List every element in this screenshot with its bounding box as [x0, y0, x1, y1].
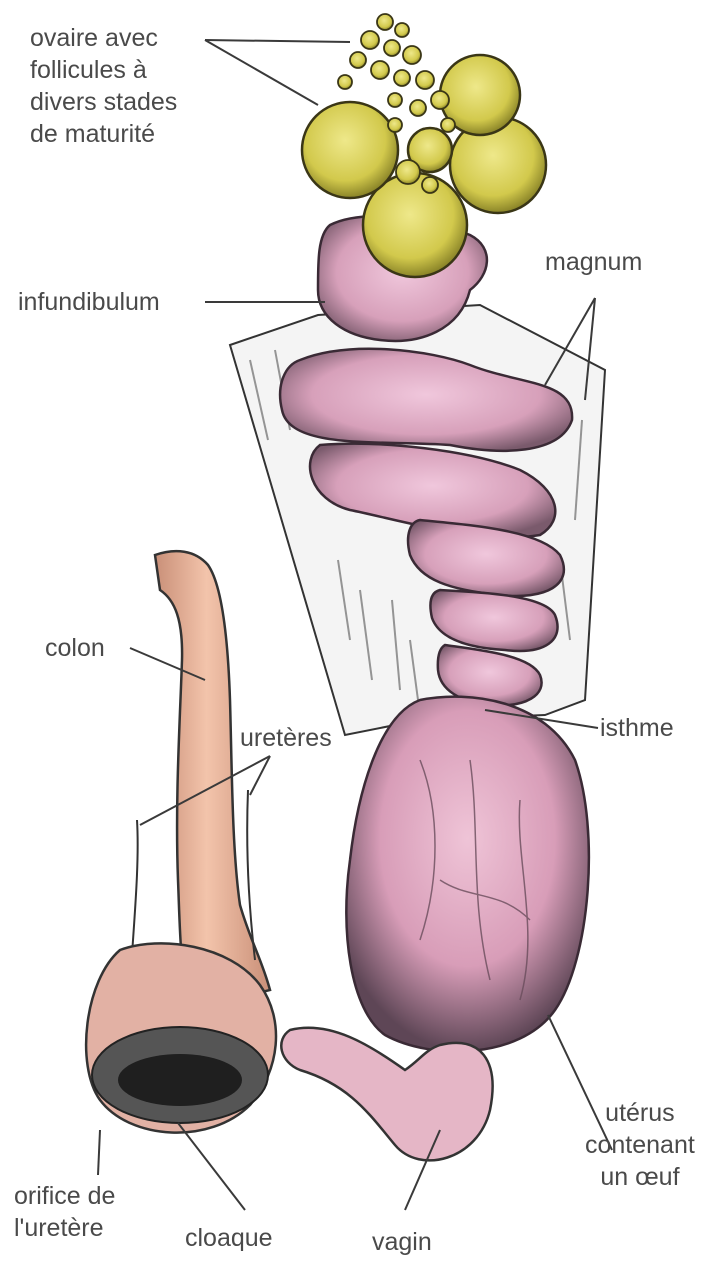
label-uterus-line2: contenant	[585, 1129, 695, 1161]
label-vagin: vagin	[372, 1226, 432, 1258]
label-orifice-line2: l'uretère	[14, 1212, 115, 1244]
label-uterus: utérus contenant un œuf	[585, 1097, 695, 1193]
label-ureteres: uretères	[240, 722, 332, 754]
label-ovaire-line2: follicules à	[30, 54, 177, 86]
label-ovaire-line3: divers stades	[30, 86, 177, 118]
label-orifice-line1: orifice de	[14, 1180, 115, 1212]
uterus	[346, 697, 589, 1052]
label-ovaire-line1: ovaire avec	[30, 22, 177, 54]
label-isthme: isthme	[600, 712, 674, 744]
label-ovaire-line4: de maturité	[30, 118, 177, 150]
vagina	[281, 1028, 492, 1161]
label-colon: colon	[45, 632, 105, 664]
label-orifice: orifice de l'uretère	[14, 1180, 115, 1244]
label-uterus-line1: utérus	[585, 1097, 695, 1129]
label-ovaire: ovaire avec follicules à divers stades d…	[30, 22, 177, 150]
label-uterus-line3: un œuf	[585, 1161, 695, 1193]
label-infundibulum: infundibulum	[18, 286, 160, 318]
label-magnum: magnum	[545, 246, 642, 278]
label-cloaque: cloaque	[185, 1222, 273, 1254]
